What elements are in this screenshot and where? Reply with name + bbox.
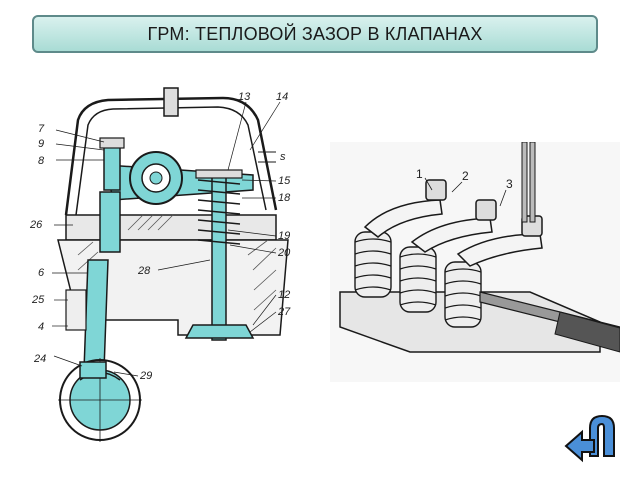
page-title: ГРМ: ТЕПЛОВОЙ ЗАЗОР В КЛАПАНАХ (147, 23, 483, 44)
label-18: 18 (278, 192, 291, 204)
label-7: 7 (38, 123, 45, 135)
label-14: 14 (276, 91, 288, 103)
label-2: 2 (462, 169, 469, 183)
label-1: 1 (416, 167, 423, 181)
label-9: 9 (38, 138, 44, 150)
label-3: 3 (506, 177, 513, 191)
label-4: 4 (38, 321, 44, 333)
label-25: 25 (31, 294, 45, 306)
return-arrow-icon (564, 414, 615, 463)
label-19: 19 (278, 230, 290, 242)
label-6: 6 (38, 267, 45, 279)
valve-train-labels: 7 9 8 26 6 25 4 24 13 14 15 18 19 20 28 … (29, 91, 291, 382)
valve-train-diagram: 7 9 8 26 6 25 4 24 13 14 15 18 19 20 28 … (18, 80, 310, 450)
label-29: 29 (139, 370, 152, 382)
feeler-gauge-labels: 1 2 3 (416, 167, 513, 191)
label-28: 28 (137, 265, 151, 277)
label-20: 20 (277, 247, 291, 259)
label-8: 8 (38, 155, 45, 167)
feeler-gauge-diagram: 1 2 3 (330, 142, 620, 382)
label-27: 27 (277, 306, 291, 318)
label-13: 13 (238, 91, 251, 103)
label-15: 15 (278, 175, 291, 187)
label-24: 24 (33, 353, 46, 365)
label-12: 12 (278, 289, 290, 301)
back-button[interactable] (562, 408, 618, 464)
title-bar: ГРМ: ТЕПЛОВОЙ ЗАЗОР В КЛАПАНАХ (32, 15, 598, 53)
label-26: 26 (29, 219, 43, 231)
valve-train-drawing (52, 87, 289, 442)
gap-label: s (280, 151, 286, 163)
feeler-gauge-drawing (339, 142, 620, 353)
